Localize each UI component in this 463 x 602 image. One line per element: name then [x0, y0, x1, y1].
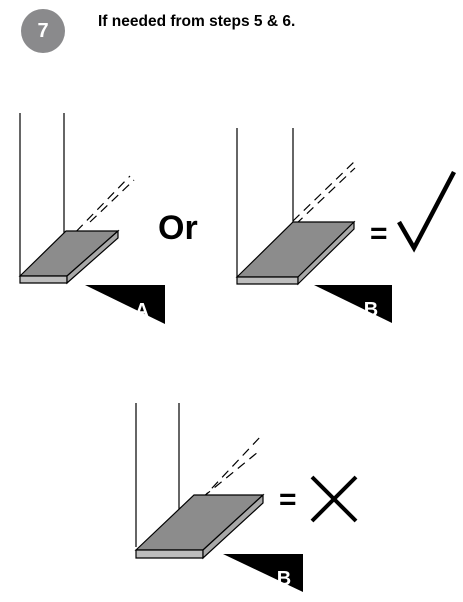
check-icon	[397, 170, 456, 253]
panel-top	[18, 230, 120, 277]
figure-a-tag	[85, 285, 165, 324]
step-number-badge: 7	[21, 9, 65, 53]
figure-b-tag-label: B	[277, 568, 291, 590]
panel-front	[135, 549, 204, 559]
cross-stroke	[310, 475, 358, 523]
panel-top	[235, 221, 356, 278]
figure-b-correct: B	[235, 128, 392, 323]
figure-a: A	[18, 113, 165, 324]
guide-dashed-line	[89, 179, 135, 223]
panel-side	[297, 220, 355, 286]
panel-side	[202, 493, 264, 560]
figure-b-tag-label: B	[364, 299, 378, 321]
guide-dashed-line	[292, 160, 356, 222]
equals-sign: =	[279, 483, 297, 516]
guide-dashed-line	[202, 451, 259, 498]
panel-side	[66, 229, 119, 285]
equals-sign: =	[370, 217, 388, 250]
cross-icon	[310, 475, 358, 523]
or-label: Or	[158, 209, 198, 247]
figure-a-tag-label: A	[135, 300, 149, 322]
panel-top	[134, 494, 265, 551]
figure-b-tag	[314, 285, 392, 323]
panel-front	[236, 276, 299, 285]
panel-front	[19, 275, 68, 284]
guide-dashed-line	[295, 167, 356, 225]
figure-b-incorrect: B	[134, 403, 303, 592]
figure-b-tag	[223, 554, 303, 592]
step-instruction: If needed from steps 5 & 6.	[98, 13, 296, 30]
